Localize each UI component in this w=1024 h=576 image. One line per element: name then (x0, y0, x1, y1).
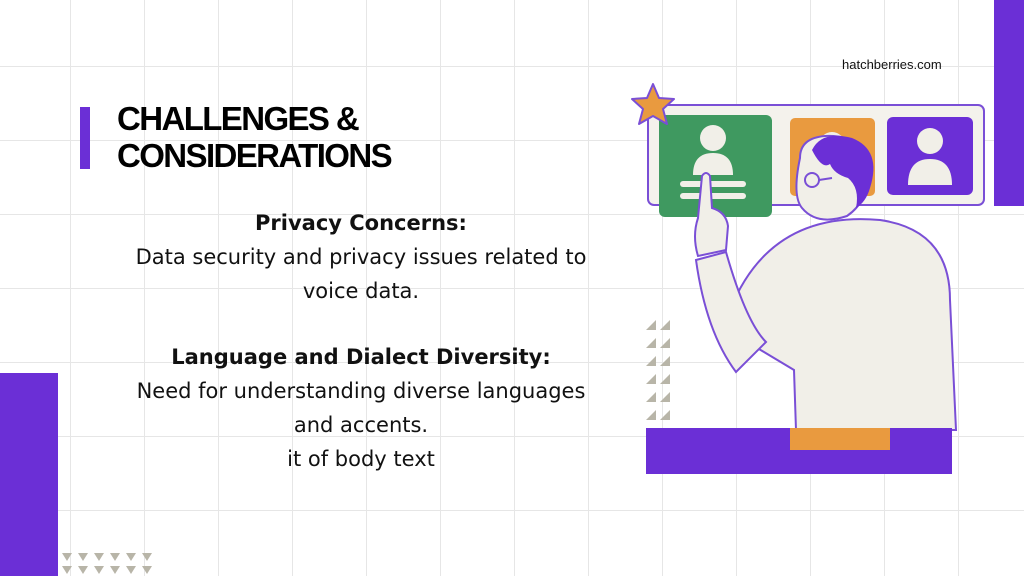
language-text-line-3: it of body text (287, 447, 435, 471)
decor-rect-top-right (994, 0, 1024, 206)
star-icon (631, 83, 675, 125)
user-icon (887, 117, 973, 195)
site-url: hatchberries.com (842, 57, 942, 72)
illustration-person-selecting-profile (631, 83, 985, 474)
language-heading: Language and Dialect Diversity: (171, 345, 551, 369)
user-icon (659, 115, 772, 217)
language-text-line-2: and accents. (293, 413, 429, 437)
title-accent-bar (80, 107, 90, 169)
page-title: CHALLENGES & CONSIDERATIONS (117, 100, 393, 174)
triangle-pattern-vertical (646, 320, 670, 420)
body-text: Privacy Concerns: Data security and priv… (100, 206, 622, 476)
title-line-2: CONSIDERATIONS (117, 137, 393, 174)
triangle-pattern-horizontal (62, 553, 152, 574)
privacy-text-line-2: voice data. (302, 279, 420, 303)
title-line-1: CHALLENGES & (117, 100, 360, 137)
privacy-heading: Privacy Concerns: (255, 211, 467, 235)
privacy-text-line-1: Data security and privacy issues related… (135, 245, 587, 269)
decor-rect-left (0, 373, 58, 576)
language-text-line-1: Need for understanding diverse languages (136, 379, 586, 403)
